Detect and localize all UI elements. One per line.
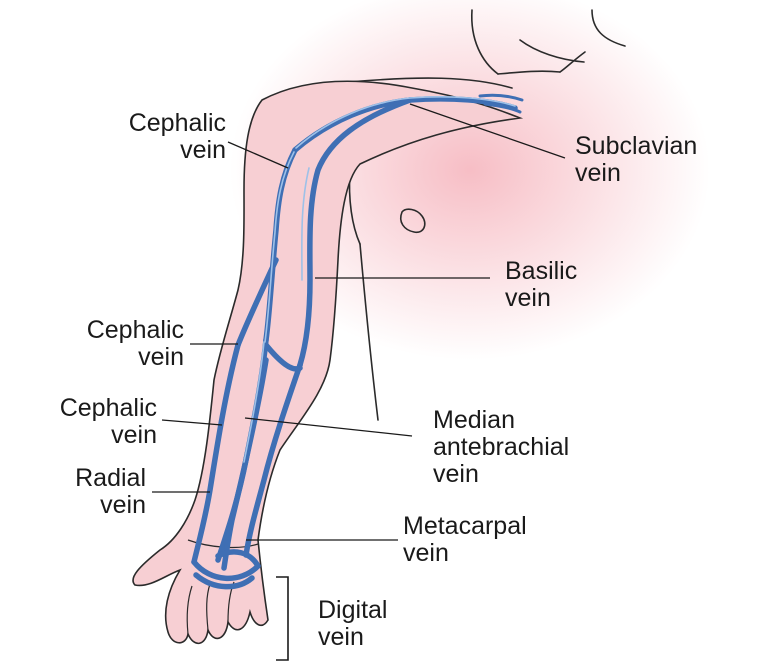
label-cephalic-vein-upper: Cephalic vein [40,110,226,164]
label-median-antebrachial-vein: Median antebrachial vein [433,407,569,488]
label-metacarpal-vein: Metacarpal vein [403,513,527,567]
label-subclavian-vein: Subclavian vein [575,133,697,187]
label-cephalic-vein-forearm: Cephalic vein [5,395,157,449]
label-cephalic-vein-mid: Cephalic vein [20,317,184,371]
label-digital-vein: Digital vein [318,597,387,651]
digital-bracket [276,577,288,660]
label-radial-vein: Radial vein [10,465,146,519]
label-basilic-vein: Basilic vein [505,258,577,312]
